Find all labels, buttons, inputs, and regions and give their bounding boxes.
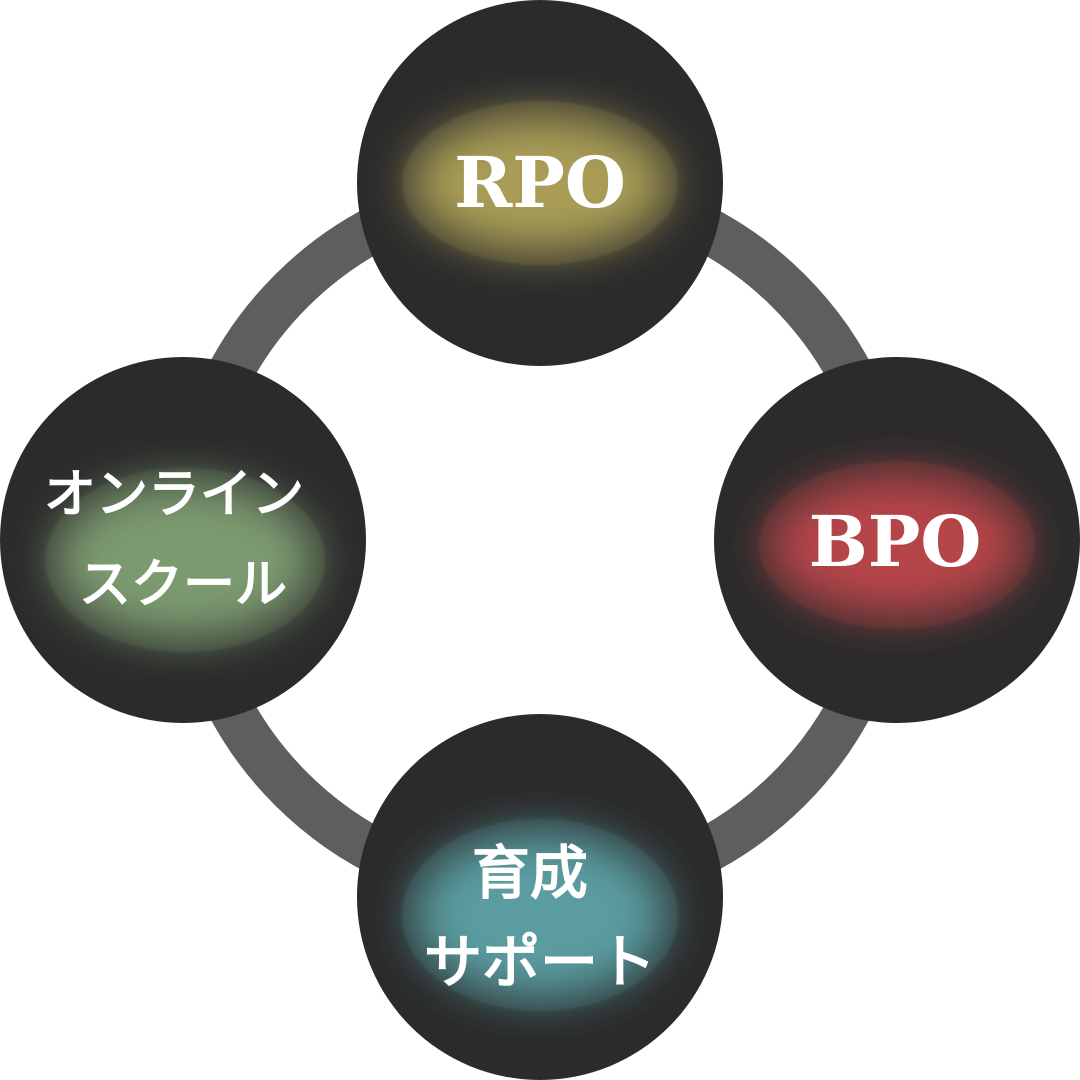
node-rpo: RPO xyxy=(357,0,723,366)
node-bpo-label-line: BPO xyxy=(809,500,982,583)
node-online-school: オンライン スクール xyxy=(0,357,366,723)
node-ikusei-support-label-line-1: 育成 xyxy=(472,839,588,907)
node-online-school-label-line-2: スクール xyxy=(79,554,287,615)
node-rpo-grain xyxy=(402,101,678,265)
node-ikusei-support-grain xyxy=(402,819,678,1011)
node-rpo-label: RPO xyxy=(454,141,626,224)
node-ikusei-support: 育成 サポート xyxy=(357,714,723,1080)
node-ikusei-support-label: 育成 サポート xyxy=(424,839,656,996)
node-online-school-label-line-1: オンライン xyxy=(44,464,304,525)
node-online-school-grain xyxy=(45,468,325,652)
node-rpo-label-line: RPO xyxy=(454,141,626,224)
node-bpo: BPO xyxy=(714,357,1080,723)
node-ikusei-support-label-line-2: サポート xyxy=(424,928,656,996)
node-online-school-label: オンライン スクール xyxy=(44,464,322,615)
node-bpo-label: BPO xyxy=(809,500,982,583)
node-bpo-grain xyxy=(759,461,1035,629)
